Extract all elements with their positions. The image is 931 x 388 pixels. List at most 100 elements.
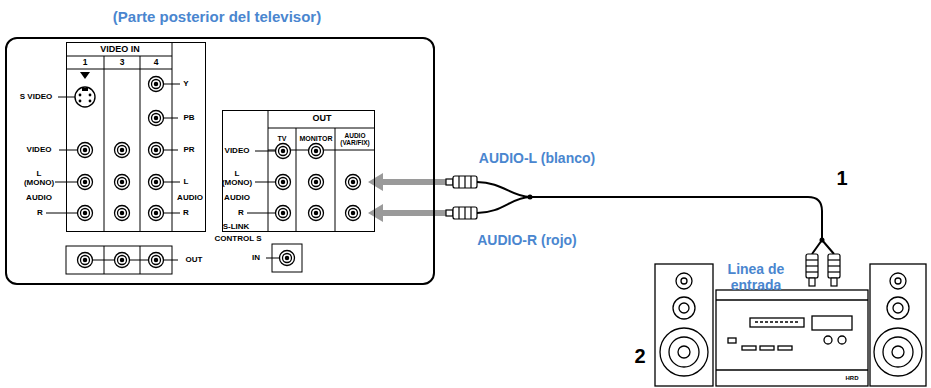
drawing-stroke	[164, 150, 178, 151]
jack-ring	[309, 206, 324, 221]
jack-ring	[81, 146, 90, 155]
jack-ring	[81, 178, 90, 187]
drawing-stroke	[755, 321, 799, 322]
drawing-stroke	[268, 110, 269, 232]
drawing-stroke	[296, 128, 297, 232]
drawing-stroke	[828, 271, 840, 272]
jack-ring	[78, 253, 93, 268]
jack-label: S-LINK	[223, 222, 250, 231]
drawing-stroke	[164, 213, 180, 214]
drawing-stroke	[66, 246, 172, 274]
drawing-stroke	[716, 299, 868, 300]
brand-mark: HRD	[846, 375, 859, 382]
jack-ring	[118, 256, 127, 265]
drawing-stroke	[760, 346, 774, 350]
jack-ring	[115, 175, 130, 190]
drawing-stroke	[828, 265, 840, 266]
drawing-stroke	[477, 182, 530, 197]
jack-ring	[154, 211, 157, 214]
drawing-stroke	[446, 179, 453, 185]
drawing-stroke	[453, 207, 477, 219]
jack-ring	[154, 82, 157, 85]
jack-ring	[78, 143, 93, 158]
drawing-stroke	[742, 346, 756, 350]
panel-heading: (Parte posterior del televisor)	[107, 8, 327, 25]
jack-label: L	[184, 177, 189, 186]
drawing-stroke	[80, 72, 90, 79]
drawing-stroke	[820, 238, 825, 243]
column-number: 1	[83, 58, 88, 68]
drawing-stroke	[874, 328, 922, 376]
drawing-stroke	[678, 346, 690, 358]
drawing-stroke	[66, 69, 172, 70]
drawing-stroke	[673, 297, 695, 319]
jack-label: AUDIO	[224, 193, 250, 202]
jack-label: AUDIO	[26, 193, 52, 202]
jack-label: OUT	[186, 255, 203, 264]
jack-ring	[154, 258, 157, 261]
jack-ring	[349, 178, 358, 187]
drawing-stroke	[446, 176, 477, 219]
jack-label: PB	[183, 113, 194, 122]
column-heading: MONITOR	[300, 135, 333, 143]
drawing-stroke	[890, 273, 906, 289]
jack-label: R	[238, 208, 244, 217]
drawing-stroke	[778, 346, 792, 350]
drawing-stroke	[895, 278, 901, 284]
drawing-stroke	[255, 182, 275, 183]
jack-ring	[351, 180, 354, 183]
drawing-stroke	[172, 42, 173, 232]
jack-ring	[115, 253, 130, 268]
jack-label: R	[183, 208, 189, 217]
drawing-stroke	[247, 213, 275, 214]
jack-ring	[314, 180, 317, 183]
drawing-stroke	[883, 337, 913, 367]
jack-ring	[276, 144, 291, 159]
drawing-stroke	[893, 303, 903, 313]
drawing-stroke	[676, 273, 692, 289]
jack-ring	[279, 178, 288, 187]
drawing-stroke	[806, 254, 840, 286]
jack-ring	[83, 180, 86, 183]
drawing-stroke	[809, 278, 815, 286]
drawing-stroke	[812, 316, 852, 330]
jack-ring	[149, 206, 164, 221]
jack-ring	[309, 144, 324, 159]
video-in-block: VIDEO IN	[66, 42, 206, 232]
drawing-stroke	[806, 254, 818, 278]
jack-ring	[312, 147, 321, 156]
jack-ring	[280, 251, 295, 266]
jack-ring	[152, 209, 161, 218]
jack-ring	[120, 211, 123, 214]
column-number: 4	[154, 58, 159, 68]
block-heading: OUT	[269, 113, 375, 123]
jack-ring	[276, 206, 291, 221]
column-number: 3	[120, 58, 125, 68]
drawing-stroke	[828, 254, 840, 278]
jack-ring	[312, 209, 321, 218]
jack-ring	[283, 254, 292, 263]
drawing-stroke	[464, 176, 465, 188]
jack-ring	[349, 209, 358, 218]
jack-ring	[152, 178, 161, 187]
jack-ring	[279, 209, 288, 218]
output-block: OUT	[222, 110, 375, 232]
drawing-stroke	[679, 303, 689, 313]
jack-ring	[78, 175, 93, 190]
drawing-stroke	[681, 278, 687, 284]
drawing-stroke	[892, 346, 904, 358]
drawing-stroke	[806, 265, 818, 266]
jack-label: PR	[183, 145, 194, 154]
drawing-stroke	[79, 94, 82, 97]
jack-ring	[152, 256, 161, 265]
drawing-stroke	[655, 264, 713, 386]
drawing-stroke	[838, 336, 846, 344]
drawing-stroke	[79, 94, 92, 103]
drawing-stroke	[470, 176, 471, 188]
drawing-stroke	[806, 271, 818, 272]
drawing-stroke	[89, 100, 92, 103]
drawing-stroke	[660, 328, 708, 376]
drawing-stroke	[59, 150, 77, 151]
jack-ring	[83, 148, 86, 151]
jack-ring	[120, 148, 123, 151]
